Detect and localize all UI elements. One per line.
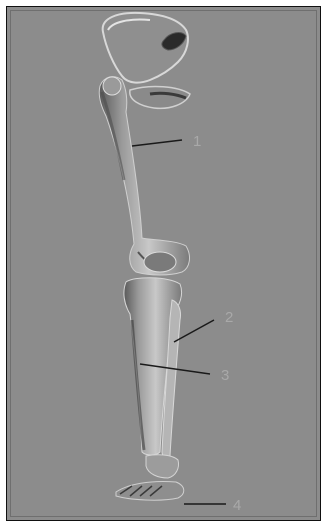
leader-line-1 bbox=[132, 140, 182, 146]
label-4: 4 bbox=[233, 497, 241, 514]
label-2: 2 bbox=[225, 309, 233, 326]
label-3: 3 bbox=[221, 367, 229, 384]
foot-bones bbox=[116, 455, 184, 500]
label-1: 1 bbox=[193, 133, 201, 150]
